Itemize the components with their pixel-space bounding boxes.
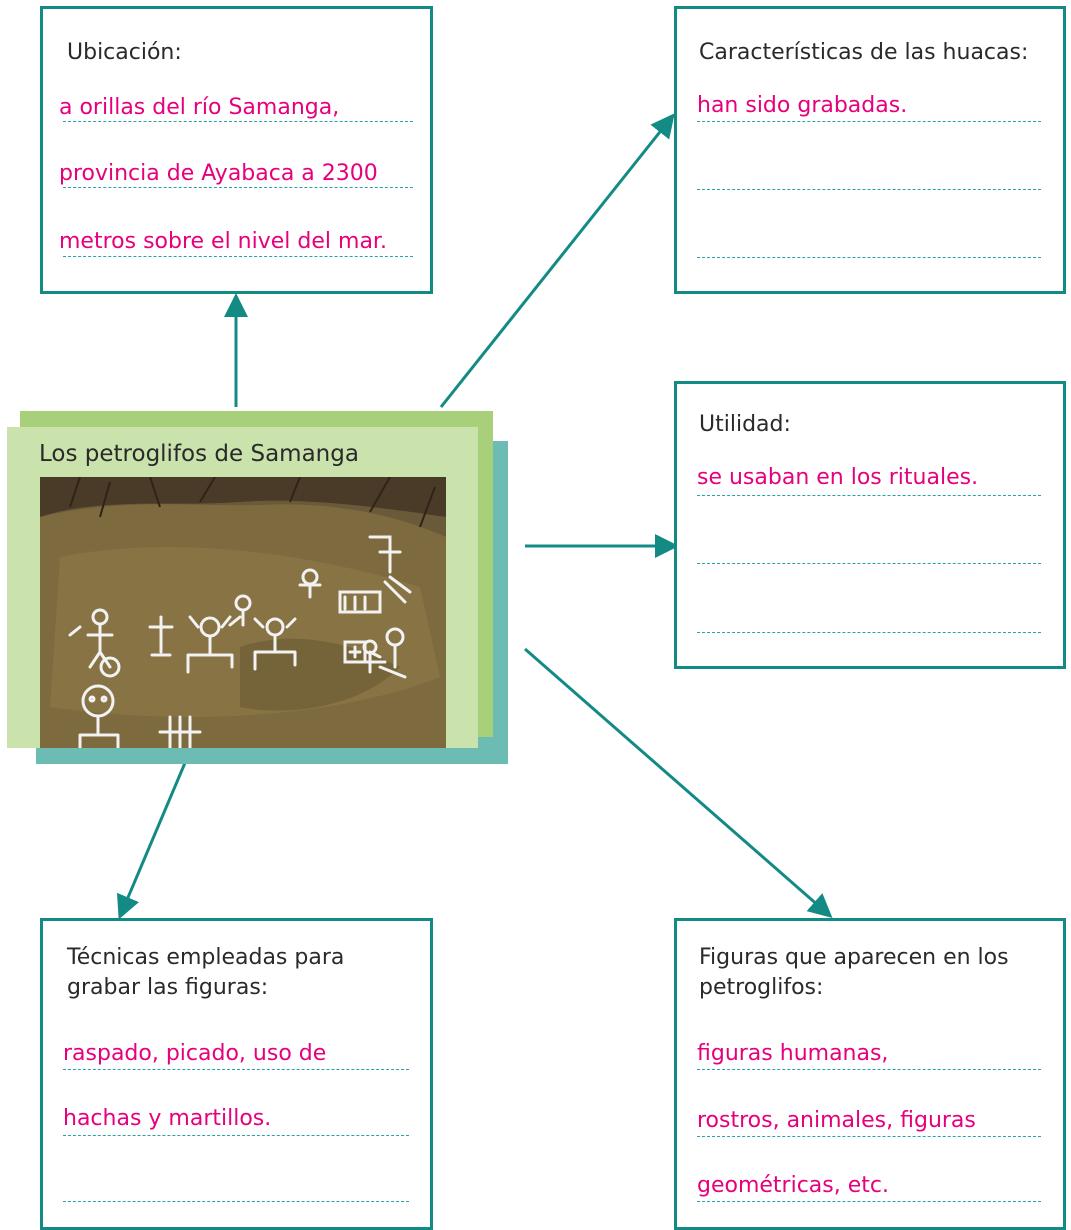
ubicacion-answer-1: a orillas del río Samanga, xyxy=(59,95,340,120)
ubicacion-line-1 xyxy=(63,121,413,122)
utilidad-line-3 xyxy=(697,632,1041,633)
box-utilidad: Utilidad: se usaban en los rituales. xyxy=(674,381,1066,669)
tecnicas-line-1 xyxy=(63,1069,409,1070)
center-title: Los petroglifos de Samanga xyxy=(39,441,359,467)
ubicacion-line-3 xyxy=(63,256,413,257)
caracteristicas-line-1 xyxy=(697,121,1041,122)
arrow-to-figuras xyxy=(524,647,833,918)
box-caracteristicas: Características de las huacas: han sido … xyxy=(674,6,1066,294)
arrow-to-tecnicas xyxy=(116,743,195,920)
utilidad-answer-1: se usaban en los rituales. xyxy=(697,465,979,490)
ubicacion-title: Ubicación: xyxy=(67,40,182,65)
box-tecnicas: Técnicas empleadas para grabar las figur… xyxy=(40,918,433,1230)
figuras-answer-3: geométricas, etc. xyxy=(697,1173,889,1198)
utilidad-line-1 xyxy=(697,495,1041,496)
caracteristicas-line-2 xyxy=(697,189,1041,190)
petroglyph-image xyxy=(40,477,446,748)
tecnicas-line-2 xyxy=(63,1135,409,1136)
ubicacion-answer-3: metros sobre el nivel del mar. xyxy=(59,229,387,254)
caracteristicas-answer-1: han sido grabadas. xyxy=(697,93,908,118)
figuras-title: Figuras que aparecen en los petroglifos: xyxy=(699,945,1009,1000)
figuras-line-2 xyxy=(697,1136,1041,1137)
figuras-line-1 xyxy=(697,1069,1041,1070)
arrow-to-caracteristicas xyxy=(439,113,675,408)
caracteristicas-line-3 xyxy=(697,257,1041,258)
utilidad-title: Utilidad: xyxy=(699,412,791,437)
tecnicas-answer-1: raspado, picado, uso de xyxy=(63,1041,327,1066)
tecnicas-title: Técnicas empleadas para grabar las figur… xyxy=(67,945,345,1000)
ubicacion-answer-2: provincia de Ayabaca a 2300 xyxy=(59,161,378,186)
utilidad-line-2 xyxy=(697,563,1041,564)
box-ubicacion: Ubicación: a orillas del río Samanga, pr… xyxy=(40,6,433,294)
figuras-line-3 xyxy=(697,1201,1041,1202)
box-figuras: Figuras que aparecen en los petroglifos:… xyxy=(674,918,1066,1230)
figuras-answer-2: rostros, animales, figuras xyxy=(697,1108,976,1133)
center-card: Los petroglifos de Samanga xyxy=(7,427,478,748)
caracteristicas-title: Características de las huacas: xyxy=(699,40,1029,65)
tecnicas-answer-2: hachas y martillos. xyxy=(63,1106,272,1131)
tecnicas-line-3 xyxy=(63,1201,409,1202)
figuras-answer-1: figuras humanas, xyxy=(697,1041,889,1066)
ubicacion-line-2 xyxy=(63,187,413,188)
